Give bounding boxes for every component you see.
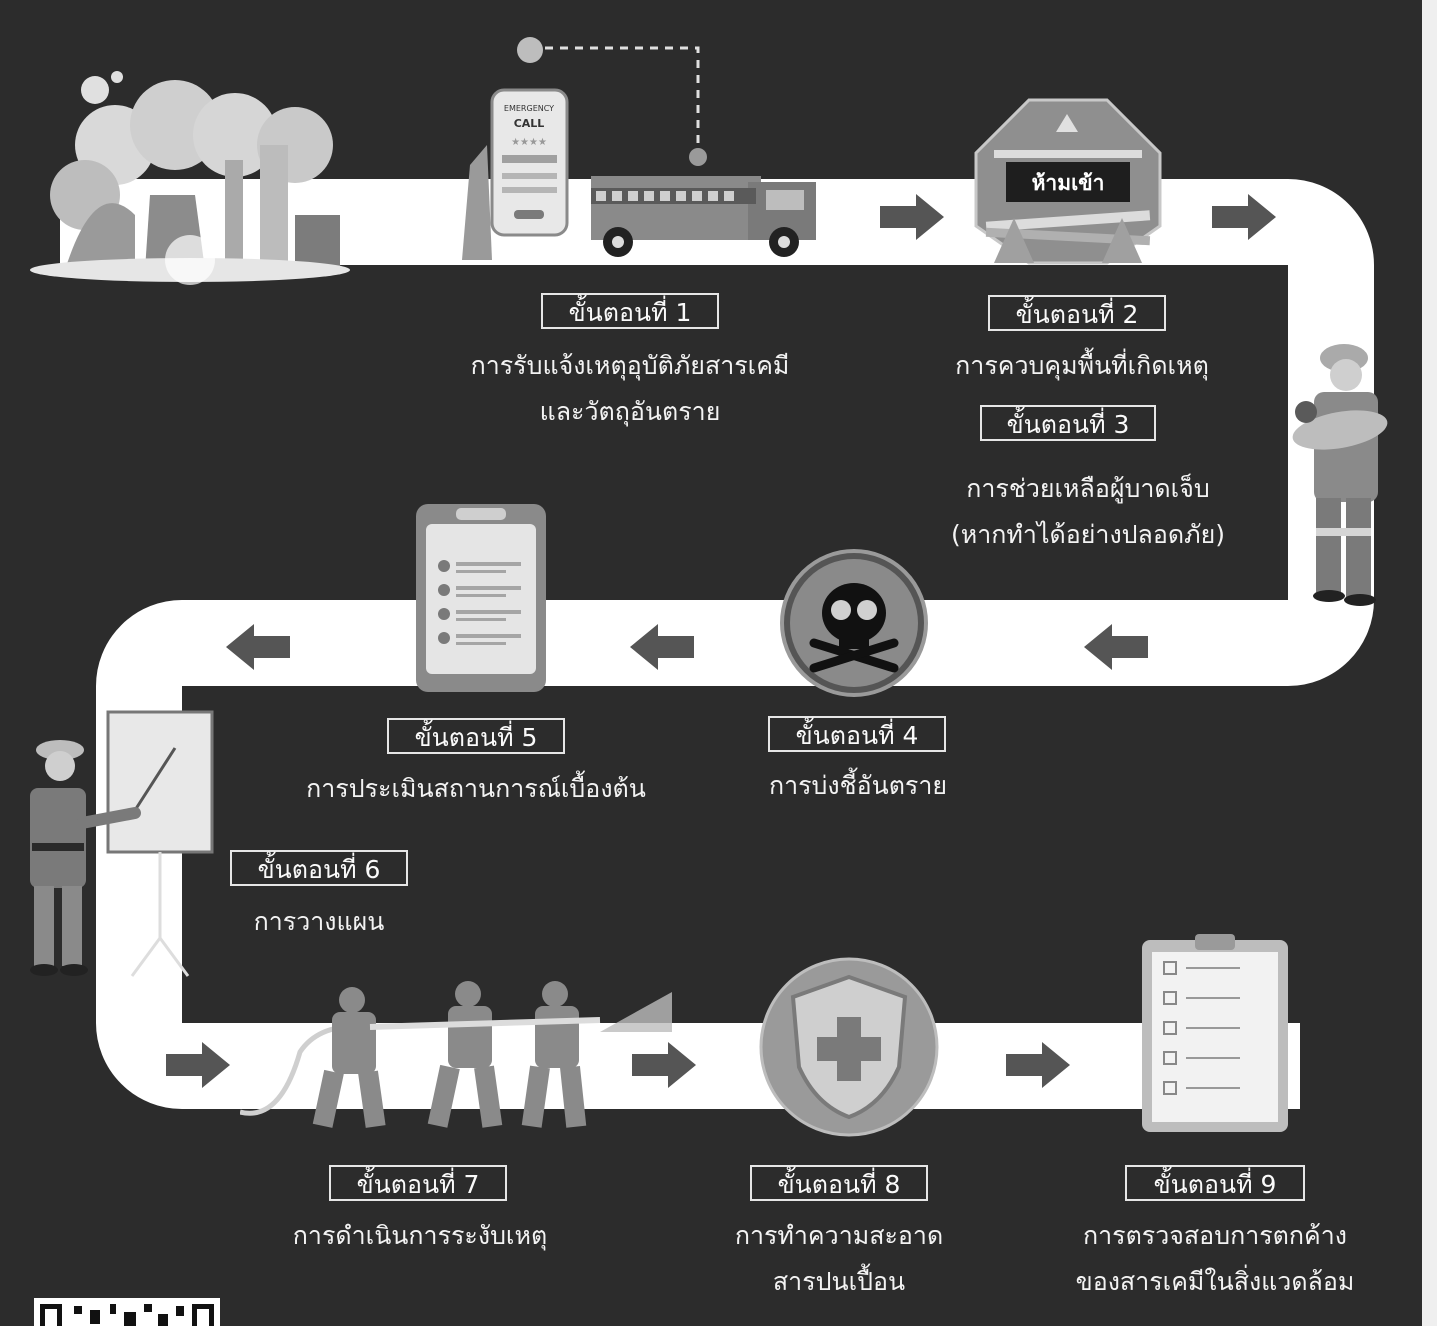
arrow-right xyxy=(632,1042,696,1088)
step-8-desc-line: สารปนเปื้อน xyxy=(772,1267,906,1296)
step-6-description: การวางแผน xyxy=(236,899,402,945)
step-3-description: การช่วยเหลือผู้บาดเจ็บ (หากทำได้อย่างปลอ… xyxy=(920,466,1256,558)
step-9-description: การตรวจสอบการตกค้าง ของสารเคมีในสิ่งแวดล… xyxy=(1060,1213,1370,1305)
flow-path-line xyxy=(60,179,1374,1109)
arrow-left xyxy=(226,624,290,670)
phone-call-label: CALL xyxy=(514,117,545,130)
step-9-label: ขั้นตอนที่ 9 xyxy=(1125,1165,1305,1201)
arrow-left xyxy=(630,624,694,670)
no-entry-sign-icon: ห้ามเข้า xyxy=(974,98,1162,270)
svg-text:★★★★: ★★★★ xyxy=(511,137,547,148)
step-4-desc-line: การบ่งชี้อันตราย xyxy=(768,771,948,800)
step-2-desc-line: การควบคุมพื้นที่เกิดเหตุ xyxy=(955,351,1209,380)
shield-cross-icon xyxy=(757,955,942,1140)
step-3-label: ขั้นตอนที่ 3 xyxy=(980,405,1156,441)
step-3-desc-line: (หากทำได้อย่างปลอดภัย) xyxy=(951,520,1225,549)
instructor-icon xyxy=(10,708,215,993)
step-5-desc-line: การประเมินสถานการณ์เบื้องต้น xyxy=(306,774,646,803)
step-1-description: การรับแจ้งเหตุอุบัติภัยสารเคมี และวัตถุอ… xyxy=(432,343,828,435)
step-9-desc-line: ของสารเคมีในสิ่งแวดล้อม xyxy=(1075,1267,1355,1296)
arrow-right xyxy=(1212,194,1276,240)
step-2-label: ขั้นตอนที่ 2 xyxy=(988,295,1166,331)
step-7-label: ขั้นตอนที่ 7 xyxy=(329,1165,507,1201)
arrow-right xyxy=(1006,1042,1070,1088)
step-7-description: การดำเนินการระงับเหตุ xyxy=(280,1213,560,1259)
factory-icon xyxy=(25,65,355,285)
no-entry-text: ห้ามเข้า xyxy=(1032,171,1105,195)
step-4-label: ขั้นตอนที่ 4 xyxy=(768,716,946,752)
step-1-desc-line: การรับแจ้งเหตุอุบัติภัยสารเคมี xyxy=(470,351,790,380)
step-3-desc-line: การช่วยเหลือผู้บาดเจ็บ xyxy=(966,474,1210,503)
step-5-label: ขั้นตอนที่ 5 xyxy=(387,718,565,754)
step-1-label: ขั้นตอนที่ 1 xyxy=(541,293,719,329)
arrow-right xyxy=(166,1042,230,1088)
step-9-desc-line: การตรวจสอบการตกค้าง xyxy=(1082,1221,1348,1250)
step-8-description: การทำความสะอาด สารปนเปื้อน xyxy=(716,1213,962,1305)
clipboard-icon xyxy=(414,502,548,694)
phone-emergency-label: EMERGENCY xyxy=(504,104,554,113)
step-4-description: การบ่งชี้อันตราย xyxy=(742,763,974,809)
step-6-desc-line: การวางแผน xyxy=(253,907,385,936)
flow-arrows xyxy=(166,194,1276,1088)
firefighters-hose-icon xyxy=(240,972,672,1137)
checklist-icon xyxy=(1140,934,1290,1134)
firefighter-rescue-icon xyxy=(1274,330,1402,610)
step-2-description: การควบคุมพื้นที่เกิดเหตุ xyxy=(924,343,1240,389)
arrow-right xyxy=(880,194,944,240)
fire-truck-icon xyxy=(588,162,820,260)
step-8-desc-line: การทำความสะอาด xyxy=(734,1221,944,1250)
arrow-left xyxy=(1084,624,1148,670)
step-8-label: ขั้นตอนที่ 8 xyxy=(750,1165,928,1201)
step-6-label: ขั้นตอนที่ 6 xyxy=(230,850,408,886)
qr-code-icon xyxy=(34,1298,220,1326)
skull-crossbones-icon xyxy=(779,548,929,698)
step-5-description: การประเมินสถานการณ์เบื้องต้น xyxy=(288,766,664,812)
phone-icon: EMERGENCY CALL ★★★★ xyxy=(462,85,582,265)
step-1-desc-line: และวัตถุอันตราย xyxy=(539,397,721,426)
step-7-desc-line: การดำเนินการระงับเหตุ xyxy=(292,1221,548,1250)
